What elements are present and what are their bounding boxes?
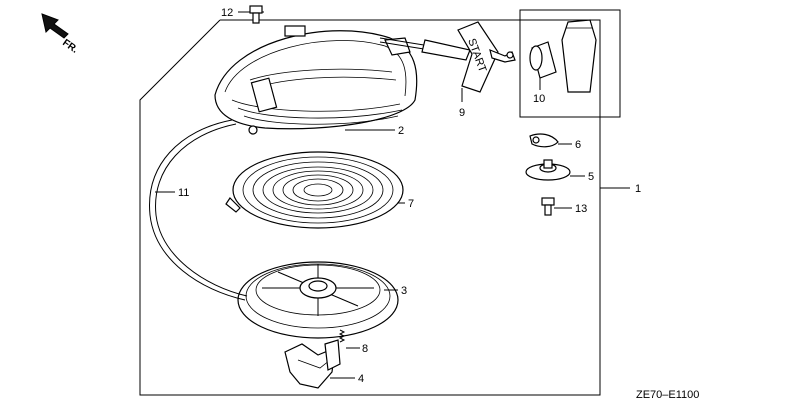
recoil-spring-part-7	[225, 151, 404, 229]
starter-knob-part-10	[529, 19, 597, 93]
callout-1: 1	[635, 183, 641, 195]
callout-2: 2	[398, 125, 404, 137]
flange-bolt-part-12	[249, 5, 263, 24]
front-direction-arrow-icon	[41, 13, 69, 39]
friction-spring-clip-part-6	[529, 133, 559, 148]
starter-rope-part-11	[149, 119, 246, 301]
assembly-outline	[139, 19, 601, 396]
starter-case	[214, 25, 418, 135]
callout-13: 13	[575, 203, 587, 215]
callout-8: 8	[362, 343, 368, 355]
callout-4: 4	[358, 373, 364, 385]
ratchet-spring-part-8	[338, 329, 346, 343]
callout-5: 5	[588, 171, 594, 183]
bolt-part-13	[541, 197, 555, 216]
starter-reel-part-3	[237, 261, 399, 339]
callout-11: 11	[178, 187, 189, 199]
starter-grip-part-9: START	[379, 21, 516, 93]
callout-10: 10	[533, 93, 545, 105]
diagram-code: ZE70–E1100	[636, 389, 699, 401]
callout-9: 9	[459, 107, 465, 119]
friction-plate-part-5	[525, 159, 571, 181]
callout-6: 6	[575, 139, 581, 151]
front-direction-label: FR.	[60, 37, 80, 55]
callout-3: 3	[401, 285, 407, 297]
callout-12: 12	[221, 7, 233, 19]
inset-box-part-10	[519, 9, 621, 118]
ratchet-part-4	[284, 339, 341, 389]
callout-7: 7	[408, 198, 414, 210]
